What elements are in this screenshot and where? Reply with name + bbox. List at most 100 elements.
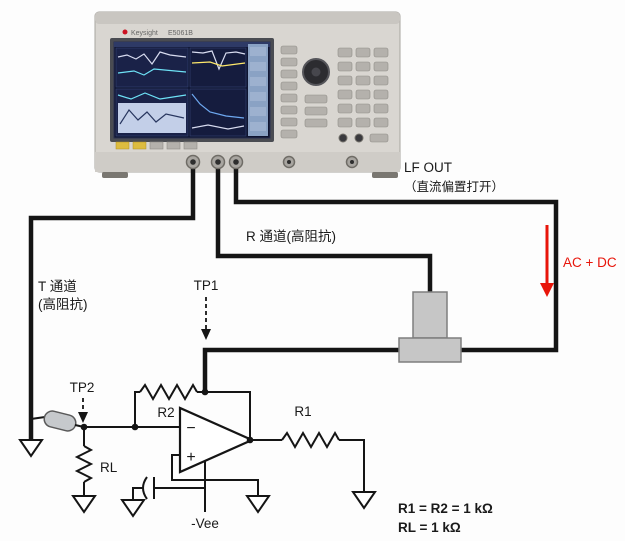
softkey-menu-item — [250, 62, 266, 71]
keypad-button — [373, 47, 389, 58]
tp2-arrowhead-icon — [78, 412, 88, 423]
instrument-foot — [372, 172, 398, 178]
model-text: E5061B — [168, 30, 193, 37]
bypass-capacitor — [132, 476, 205, 500]
instrument-screen — [110, 38, 274, 142]
panel-button — [304, 106, 328, 116]
keypad-button — [355, 89, 371, 100]
lf-out-label: LF OUT — [404, 160, 452, 175]
lf-out-note: （直流偏置打开） — [404, 179, 504, 194]
instrument-foot — [102, 172, 128, 178]
probe-lead-wire — [30, 416, 46, 420]
junction-dot — [131, 423, 139, 431]
keypad-button — [355, 103, 371, 114]
panel-button — [280, 93, 298, 103]
rotary-knob-center — [311, 67, 321, 77]
port-connector-pin — [287, 160, 291, 164]
equation-rl: RL = 1 kΩ — [398, 520, 461, 535]
round-button — [354, 133, 364, 143]
keypad-button — [355, 75, 371, 86]
port-connector-pin — [233, 159, 239, 165]
yellow-function-button — [115, 141, 130, 150]
panel-button — [304, 94, 328, 104]
ac-dc-arrowhead-icon — [540, 283, 554, 297]
panel-button — [280, 129, 298, 139]
keypad-button — [337, 89, 353, 100]
t-channel-cable — [28, 162, 196, 440]
bias-tee-output-cable — [202, 347, 399, 392]
opamp-triangle — [178, 406, 255, 474]
round-button — [338, 133, 348, 143]
r2-right-wire — [197, 391, 251, 440]
r2-label: R2 — [157, 405, 174, 420]
cap-plate-curved — [142, 476, 148, 500]
keypad-button — [373, 117, 389, 128]
keypad-button — [373, 89, 389, 100]
labels: LF OUT （直流偏置打开） R 通道(高阻抗) T 通道 (高阻抗) AC … — [38, 160, 617, 535]
screen-trace — [191, 93, 245, 119]
ac-dc-label: AC + DC — [563, 255, 617, 270]
softkey-menu-item — [250, 47, 266, 56]
keypad-button — [355, 117, 371, 128]
ground-symbol — [245, 495, 271, 514]
r-channel-label: R 通道(高阻抗) — [246, 228, 336, 244]
ground-symbol — [120, 499, 146, 518]
brand-text: Keysight — [131, 30, 158, 37]
lf-out-cable — [233, 162, 559, 353]
panel-button — [280, 57, 298, 67]
keypad-button — [355, 61, 371, 72]
screen-trace — [191, 50, 246, 71]
instrument-bottom-strip — [95, 152, 400, 172]
screen-plot-1 — [115, 47, 189, 88]
control-panel — [280, 45, 389, 143]
panel-button — [280, 105, 298, 115]
ground-symbol — [71, 495, 97, 514]
bias-tee-stem — [412, 291, 448, 339]
panel-button — [280, 81, 298, 91]
panel-button — [166, 141, 181, 150]
port-connector-pin — [190, 159, 196, 165]
panel-button — [280, 69, 298, 79]
r-channel-cable — [215, 162, 433, 292]
keypad-button — [337, 117, 353, 128]
screen-trace — [191, 124, 245, 130]
brand-logo-icon — [122, 29, 128, 35]
keypad-button — [355, 47, 371, 58]
softkey-menu-item — [250, 122, 266, 131]
t-channel-label-line2: (高阻抗) — [38, 296, 88, 312]
screen-trace — [117, 92, 187, 100]
port-connector-pin — [215, 159, 221, 165]
keypad-button — [337, 47, 353, 58]
ac-dc-indicator — [540, 225, 554, 297]
screen-titlebar — [114, 42, 270, 47]
keypad-button — [373, 75, 389, 86]
junction-dot — [246, 436, 254, 444]
t-channel-label-line1: T 通道 — [38, 279, 77, 294]
screen-trace — [191, 61, 246, 67]
keypad-button — [337, 103, 353, 114]
screen-trace — [117, 51, 187, 66]
equation-r1-r2: R1 = R2 = 1 kΩ — [398, 501, 493, 516]
opamp-plus-sign: + — [186, 449, 195, 466]
panel-button — [304, 118, 328, 128]
softkey-menu-item — [250, 107, 266, 116]
keypad-button — [373, 61, 389, 72]
testpoint-markers — [78, 297, 211, 423]
front-panel-ports — [185, 154, 359, 170]
resistor-r2 — [139, 382, 198, 402]
yellow-function-button — [132, 141, 147, 150]
junction-dot — [80, 423, 88, 431]
bias-tee-block — [398, 291, 462, 363]
keypad-button — [373, 103, 389, 114]
cap-ground-wire — [132, 487, 143, 500]
r2-left-wire — [134, 391, 140, 427]
rl-label: RL — [100, 460, 118, 475]
cables — [28, 162, 559, 440]
panel-button — [280, 117, 298, 127]
screen-trace — [117, 68, 187, 76]
resistor-r1 — [281, 430, 340, 450]
keypad-button — [337, 75, 353, 86]
screen-plot-4 — [189, 88, 247, 137]
r1-label: R1 — [294, 404, 311, 419]
panel-button — [183, 141, 198, 150]
